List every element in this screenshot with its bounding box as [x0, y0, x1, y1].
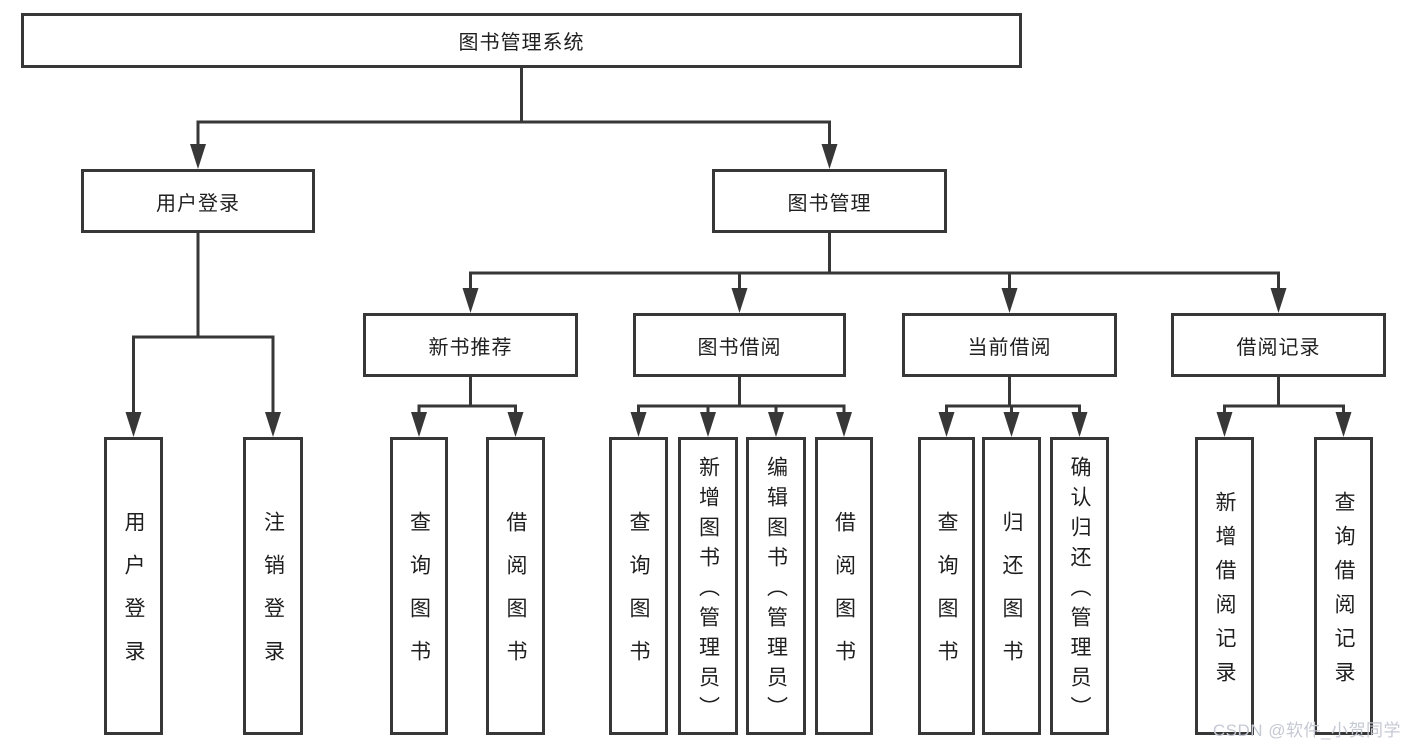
leaf-query-borrow-record: 查询借阅记录 — [1314, 437, 1373, 735]
leaf-label: 查询图书 — [627, 511, 650, 683]
leaf-label: 用户登录 — [122, 511, 145, 683]
leaf-label: 借阅图书 — [504, 511, 527, 683]
node-label: 用户登录 — [156, 192, 240, 215]
leaf-label: 新增借阅记录 — [1213, 490, 1236, 695]
node-label: 新书推荐 — [428, 336, 513, 359]
leaf-label: 新增图书（管理员） — [696, 455, 720, 726]
node-label: 图书管理系统 — [458, 32, 585, 54]
leaf-label: 查询借阅记录 — [1332, 490, 1355, 695]
leaf-add-book-admin: 新增图书（管理员） — [678, 437, 738, 735]
leaf-add-borrow-record: 新增借阅记录 — [1195, 437, 1254, 735]
node-user-login-branch: 用户登录 — [81, 169, 315, 233]
leaf-label: 查询图书 — [407, 511, 431, 683]
node-book-management-branch: 图书管理 — [712, 169, 947, 233]
node-label: 借阅记录 — [1236, 336, 1321, 359]
leaf-label: 归还图书 — [1000, 511, 1023, 683]
leaf-query-books-newbook: 查询图书 — [390, 437, 448, 735]
leaf-borrow-books-newbook: 借阅图书 — [486, 437, 545, 735]
node-book-borrow: 图书借阅 — [633, 313, 846, 377]
node-label: 当前借阅 — [967, 336, 1052, 359]
leaf-query-books-current: 查询图书 — [918, 437, 975, 735]
node-borrow-records: 借阅记录 — [1171, 313, 1386, 377]
leaf-user-login: 用户登录 — [104, 437, 163, 735]
leaf-confirm-return-admin: 确认归还（管理员） — [1050, 437, 1109, 735]
leaf-query-books-borrow: 查询图书 — [609, 437, 668, 735]
leaf-return-book: 归还图书 — [982, 437, 1041, 735]
leaf-label: 确认归还（管理员） — [1068, 455, 1091, 726]
leaf-label: 借阅图书 — [832, 511, 856, 683]
leaf-edit-book-admin: 编辑图书（管理员） — [746, 437, 806, 735]
csdn-watermark: CSDN @软件_小贺同学 — [1212, 721, 1401, 740]
leaf-logout-login: 注销登录 — [243, 437, 303, 735]
node-label: 图书借阅 — [697, 336, 782, 359]
node-new-book-recommend: 新书推荐 — [363, 313, 578, 377]
leaf-label: 编辑图书（管理员） — [764, 455, 788, 726]
leaf-label: 查询图书 — [935, 511, 958, 683]
leaf-label: 注销登录 — [261, 511, 285, 683]
leaf-borrow-books-borrow: 借阅图书 — [815, 437, 873, 735]
node-label: 图书管理 — [787, 192, 872, 215]
node-current-borrow: 当前借阅 — [902, 313, 1117, 377]
node-root-system: 图书管理系统 — [21, 13, 1022, 68]
